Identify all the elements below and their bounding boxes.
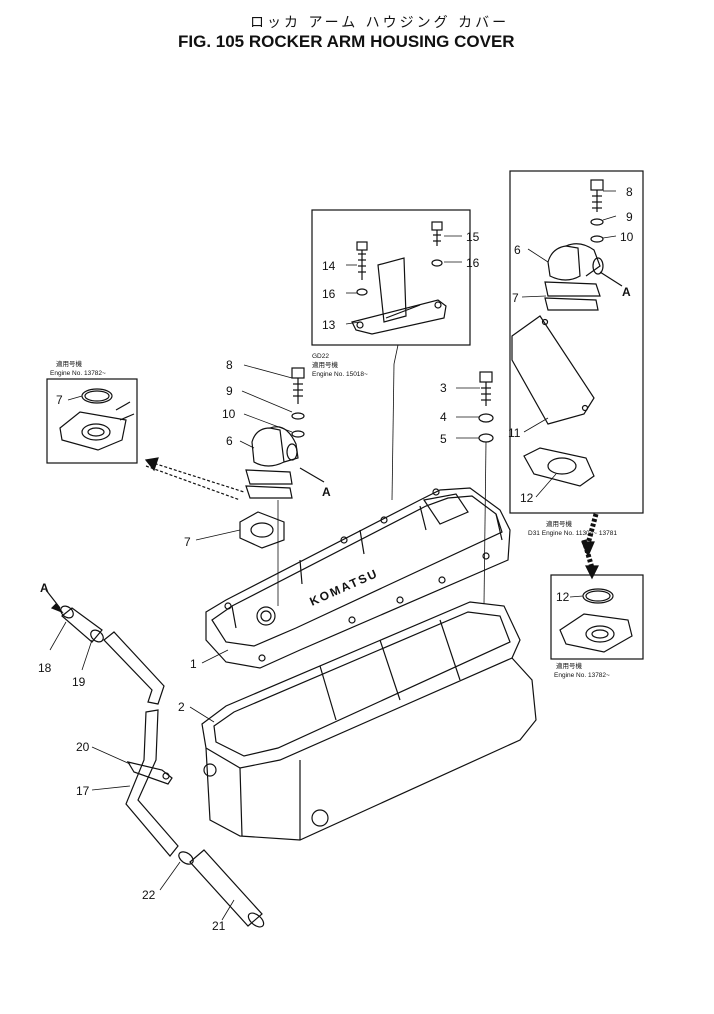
callout-9-right: 9: [626, 210, 633, 224]
top-inset-model-note: GD22: [312, 353, 329, 360]
callout-22: 22: [142, 888, 156, 902]
view-marker-a-left: A: [40, 581, 49, 595]
callout-1: 1: [190, 657, 197, 671]
callout-13: 13: [322, 318, 336, 332]
callout-19: 19: [72, 675, 86, 689]
callout-7-right: 7: [512, 291, 519, 305]
left-inset-engine-note: Engine No. 13782~: [50, 370, 106, 377]
hatched-arrow-left: [144, 457, 245, 501]
left-inset-box: [46, 378, 138, 464]
callout-8-center: 8: [226, 358, 233, 372]
top-inset-jp-note: 適用号機: [312, 360, 339, 369]
bolt-3-drawing: [478, 371, 494, 443]
view-marker-a-center: A: [322, 485, 331, 499]
elbow-6-center-drawing: [245, 426, 299, 499]
callout-8-right: 8: [626, 185, 633, 199]
callout-10-right: 10: [620, 230, 634, 244]
gasket-12-right-drawing: [523, 447, 595, 487]
clamp-20-drawing: [126, 761, 173, 785]
arrow-a-right: [599, 271, 623, 287]
callout-18: 18: [38, 661, 52, 675]
right-inset-engine-note: Engine No. 13782~: [554, 672, 610, 679]
right-lower-inset-box: [550, 574, 644, 660]
callout-12-lower-inset: 12: [556, 590, 570, 604]
cover-marking-text: KOMATSU: [308, 566, 381, 609]
right-lower-engine-note: D31 Engine No. 11304~ 13781: [528, 530, 617, 537]
callout-16-right: 16: [466, 256, 480, 270]
callout-5: 5: [440, 432, 447, 446]
bolt-8-right-drawing: [590, 179, 604, 243]
cylinder-head-drawing: [203, 619, 537, 841]
callout-7-left-inset: 7: [56, 393, 63, 407]
plate-11-drawing: [511, 315, 595, 425]
arrow-a-left-head: [50, 603, 64, 614]
bolt-8-center-drawing: [291, 367, 305, 438]
top-inset-box: [311, 209, 471, 346]
bolt-15-drawing: [431, 221, 443, 267]
figure-title: FIG. 105 ROCKER ARM HOUSING COVER: [178, 32, 515, 51]
callout-20: 20: [76, 740, 90, 754]
right-lower-jp-note: 適用号機: [546, 519, 573, 528]
leader-lines: [49, 190, 617, 921]
callout-12-right: 12: [520, 491, 534, 505]
japanese-title: ロッカ アーム ハウジング カバー: [250, 15, 510, 31]
arrow-a-left: [45, 589, 61, 609]
right-inset-box: [509, 170, 644, 514]
callout-3: 3: [440, 381, 447, 395]
gasket-7-center-drawing: [239, 511, 285, 549]
callout-16-left: 16: [322, 287, 336, 301]
hose-17-drawing: [103, 631, 179, 857]
left-inset-jp-note: 適用号機: [56, 359, 83, 368]
pipe-18-drawing: [60, 605, 104, 643]
callout-6-center: 6: [226, 434, 233, 448]
elbow-6-right-drawing: [544, 243, 604, 311]
rocker-cover-1-drawing: [205, 487, 511, 669]
callout-9-center: 9: [226, 384, 233, 398]
callout-7-center: 7: [184, 535, 191, 549]
callout-4: 4: [440, 410, 447, 424]
hatched-arrow-right-lower: [581, 539, 599, 580]
callout-2: 2: [178, 700, 185, 714]
callout-21: 21: [212, 919, 226, 933]
right-inset-oring-drawing: [559, 588, 633, 653]
top-inset-engine-note: Engine No. 15018~: [312, 371, 368, 378]
hose-21-drawing: [189, 849, 265, 928]
callout-10-center: 10: [222, 407, 236, 421]
bolt-14-drawing: [356, 241, 368, 296]
callout-labels: 8 9 10 6 7 14 16 13 15 16 3 4 5 8 9 10 6…: [38, 185, 634, 933]
callout-6-right: 6: [514, 243, 521, 257]
arrow-a-center: [299, 467, 325, 483]
bracket-13-drawing: [351, 257, 447, 335]
clamp-22-drawing: [178, 851, 194, 865]
callout-17: 17: [76, 784, 90, 798]
callout-11: 11: [508, 426, 521, 440]
gasket-2-drawing: [201, 601, 521, 769]
callout-14: 14: [322, 259, 336, 273]
left-inset-oring-drawing: [59, 388, 135, 451]
right-inset-jp-note: 適用号機: [556, 661, 583, 670]
callout-15: 15: [466, 230, 480, 244]
view-marker-a-right: A: [622, 285, 631, 299]
